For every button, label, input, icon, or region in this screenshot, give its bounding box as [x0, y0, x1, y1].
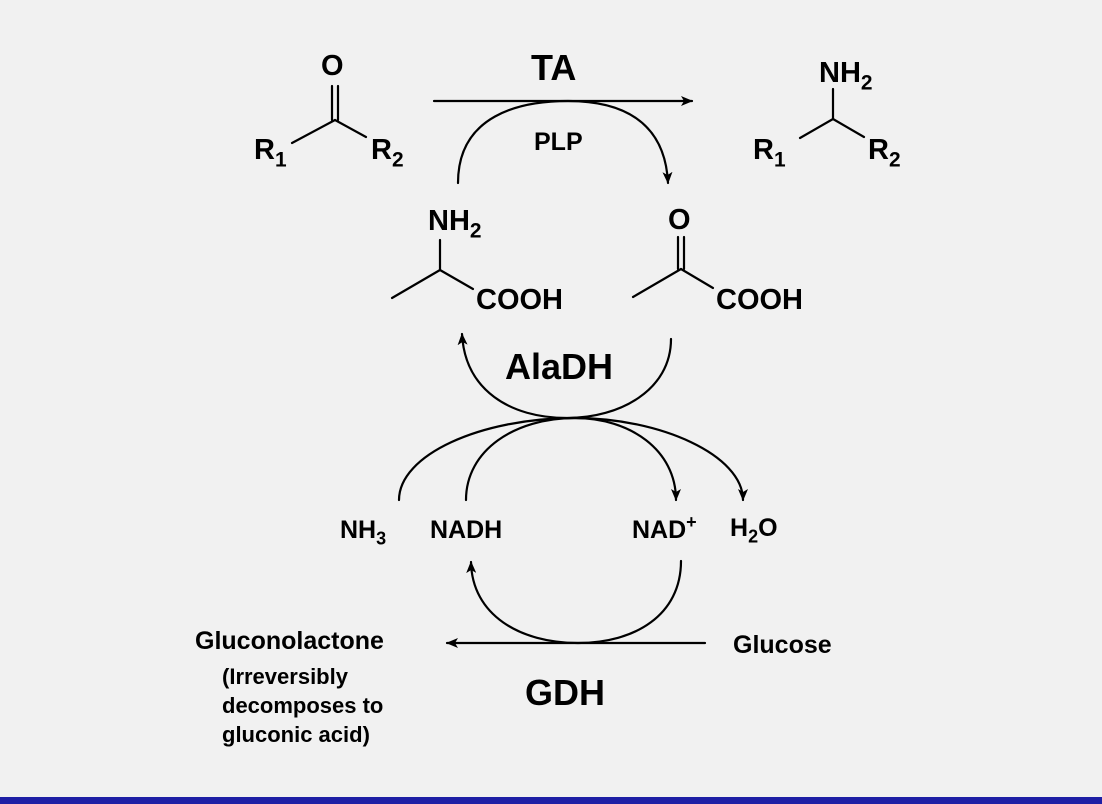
ta-cosubstrate-arc [456, 99, 673, 185]
pyruvate-oxygen: O [668, 204, 691, 236]
glucose-label: Glucose [733, 631, 832, 659]
bottom-accent-bar [0, 797, 1102, 804]
gdh-enzyme-label: GDH [525, 672, 605, 713]
note-line: (Irreversibly [222, 664, 348, 689]
r2-subscript: 2 [391, 148, 404, 172]
gluconolactone-note: (Irreversibly decomposes to gluconic aci… [222, 662, 383, 749]
nad-plus-label: NAD+ [632, 513, 697, 544]
amine-bonds [798, 87, 866, 140]
alanine-bonds [390, 238, 475, 300]
ammonia-label: NH3 [340, 516, 386, 548]
aladh-enzyme-label: AlaDH [505, 346, 614, 387]
note-line: decomposes to [222, 693, 384, 718]
nh-label: NH [428, 205, 470, 237]
gdh-cofactor-arc [466, 559, 683, 645]
plus-superscript: + [686, 512, 697, 533]
nh2-subscript: 2 [469, 219, 482, 243]
r1-subscript: 1 [773, 148, 786, 172]
product-amine-group: NH2 [819, 57, 873, 94]
h2-subscript: 2 [748, 526, 759, 547]
ketone-r1: R1 [254, 134, 287, 171]
nadh-in-arc [464, 416, 577, 502]
ammonia-arc [397, 416, 577, 502]
product-r1: R1 [753, 134, 786, 171]
r1-label: R [753, 134, 774, 166]
r1-label: R [254, 134, 275, 166]
nh-label: NH [819, 57, 861, 89]
alanine-amine-group: NH2 [428, 205, 482, 242]
r2-label: R [868, 134, 889, 166]
pyruvate-bonds [631, 235, 715, 299]
nadh-label: NADH [430, 516, 503, 544]
nh3-subscript: 3 [376, 528, 387, 549]
ketone-oxygen: O [321, 50, 344, 82]
product-r2: R2 [868, 134, 901, 171]
nh2-subscript: 2 [860, 71, 873, 95]
r2-label: R [371, 134, 392, 166]
plp-cofactor-label: PLP [534, 128, 583, 156]
o-text: O [758, 514, 778, 542]
alanine-carboxyl: COOH [476, 284, 563, 316]
ketone-bonds [290, 84, 368, 145]
nad-text: NAD [632, 516, 687, 544]
r2-subscript: 2 [888, 148, 901, 172]
water-out-arc [573, 416, 748, 502]
r1-subscript: 1 [274, 148, 287, 172]
note-line: gluconic acid) [222, 722, 370, 747]
gluconolactone-label: Gluconolactone [195, 627, 384, 655]
water-label: H2O [730, 514, 778, 546]
h-text: H [730, 514, 749, 542]
ketone-r2: R2 [371, 134, 404, 171]
pyruvate-carboxyl: COOH [716, 284, 803, 316]
nh-label: NH [340, 516, 377, 544]
ta-enzyme-label: TA [531, 47, 577, 88]
